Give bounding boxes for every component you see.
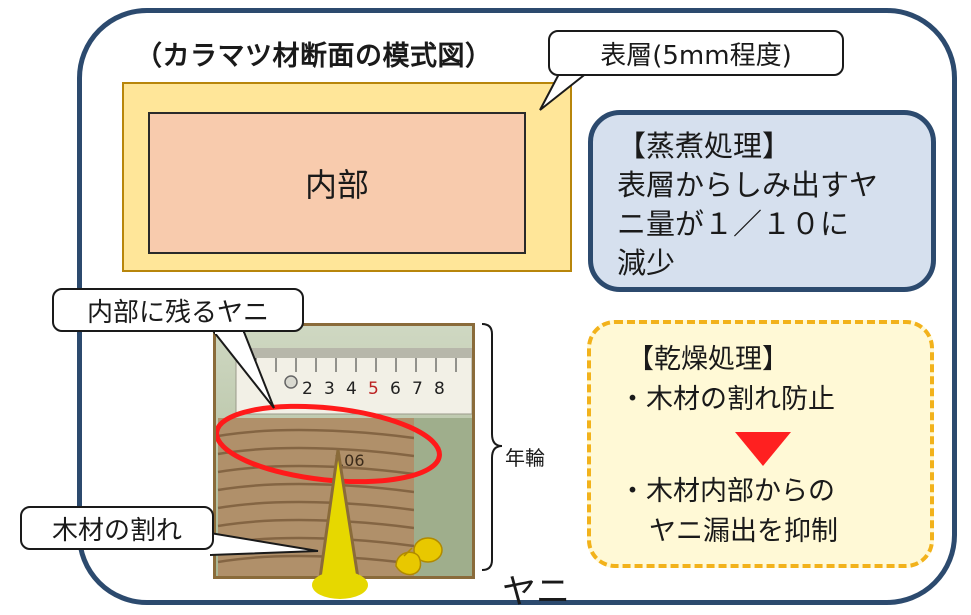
resin-label: ヤニ: [502, 572, 570, 612]
steam-treatment-box: 【蒸煮処理】 表層からしみ出すヤ ニ量が１／１０に 減少: [588, 110, 936, 292]
resin-inside-callout-tail: [211, 330, 275, 409]
steam-line-3: 減少: [617, 246, 676, 280]
ruler-digit-4: 4: [346, 379, 357, 399]
ruler-digit-7: 7: [412, 379, 423, 399]
dry-title: 【乾燥処理】: [627, 344, 789, 375]
diagram-title: （カラマツ材断面の模式図）: [135, 41, 493, 72]
dry-item-2-line-1: ・木材内部からの: [619, 476, 835, 507]
surface-callout-text: 表層(5mm程度): [600, 40, 792, 71]
ruler-digit-2: 2: [302, 379, 313, 399]
down-arrow-icon: [735, 432, 791, 466]
interior-label: 内部: [304, 166, 369, 204]
crack-callout: 木材の割れ: [20, 506, 214, 550]
ruler-digit-3: 3: [324, 379, 335, 399]
resin-inside-callout-text: 内部に残るヤニ: [86, 297, 269, 328]
dry-item-2-line-2: ヤニ漏出を抑制: [649, 516, 838, 547]
resin-inside-callout: 内部に残るヤニ: [52, 288, 304, 332]
ruler-digit-8: 8: [434, 379, 445, 399]
steam-line-1: 表層からしみ出すヤ: [617, 168, 879, 202]
resin-leak-illustration: [312, 449, 443, 599]
drying-treatment-box: 【乾燥処理】 ・木材の割れ防止 ・木材内部からの ヤニ漏出を抑制: [587, 320, 934, 568]
steam-line-2: ニ量が１／１０に: [617, 207, 850, 241]
ring-label: 年輪: [505, 446, 545, 470]
surface-callout: 表層(5mm程度): [548, 30, 844, 76]
ring-bracket: [481, 323, 503, 571]
dry-item-1: ・木材の割れ防止: [619, 384, 835, 415]
crack-callout-tail: [210, 531, 319, 557]
ruler-digit-5: 5: [368, 379, 379, 399]
ruler-digit-6: 6: [390, 379, 401, 399]
steam-title: 【蒸煮処理】: [617, 129, 792, 163]
crack-callout-text: 木材の割れ: [51, 515, 182, 546]
interior-rect: 内部: [148, 112, 526, 254]
